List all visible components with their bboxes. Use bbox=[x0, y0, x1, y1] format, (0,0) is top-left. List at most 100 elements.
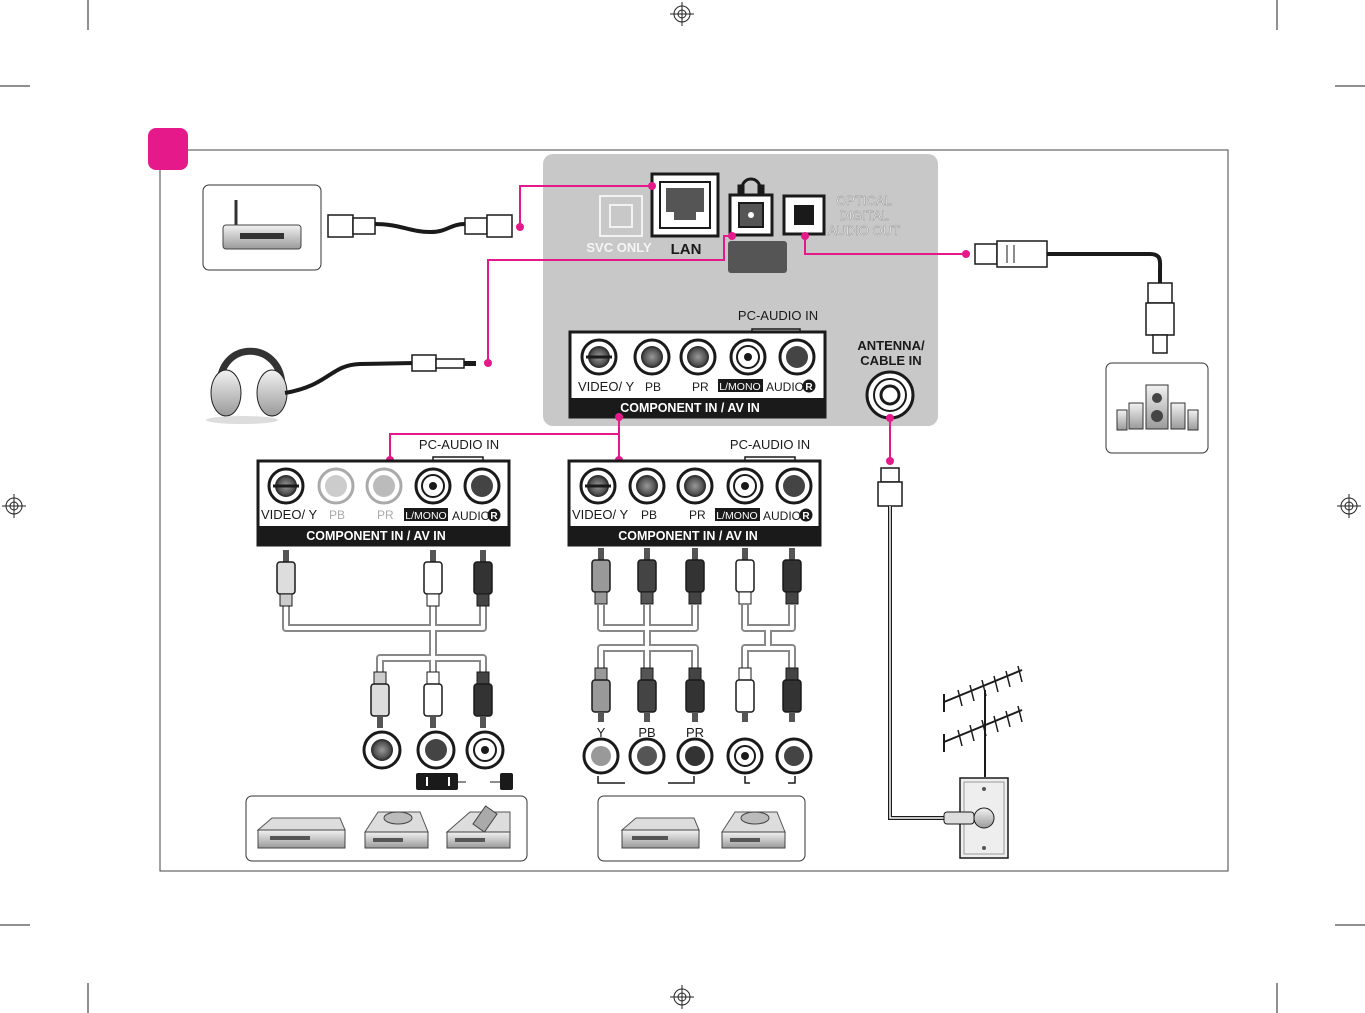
lan-port[interactable] bbox=[652, 174, 718, 236]
lan-cable bbox=[328, 215, 512, 237]
right-plug-audio-r-top bbox=[783, 548, 801, 604]
right-jack-pr[interactable] bbox=[678, 469, 712, 503]
left-component-panel: PC-AUDIO IN COMPONENT IN / AV IN VIDEO/ … bbox=[258, 437, 509, 545]
av-devices-box bbox=[246, 796, 527, 861]
right-device-jack-pb[interactable] bbox=[630, 739, 664, 773]
optical-port[interactable] bbox=[784, 196, 824, 234]
registration-mark-left bbox=[2, 494, 26, 518]
antenna-label-1: ANTENNA/ bbox=[857, 338, 925, 353]
right-jack-audio-r[interactable] bbox=[777, 469, 811, 503]
tv-jack-pb[interactable] bbox=[635, 340, 669, 374]
section-marker bbox=[148, 128, 188, 170]
tv-pc-audio-in-label: PC-AUDIO IN bbox=[738, 308, 818, 323]
tv-l-mono-label: L/MONO bbox=[719, 381, 760, 393]
dvd-player-icon bbox=[365, 812, 428, 848]
right-jack-video[interactable] bbox=[581, 469, 615, 503]
right-plug-audio-l-top bbox=[736, 548, 754, 604]
dvd-player-icon bbox=[722, 812, 785, 848]
left-device-jack-audio-l[interactable] bbox=[418, 732, 454, 768]
left-jack-pb[interactable] bbox=[319, 469, 353, 503]
headphone-cable bbox=[285, 355, 476, 393]
right-component-cable bbox=[592, 548, 801, 722]
tv-jack-pr[interactable] bbox=[681, 340, 715, 374]
optical-label-1: OPTICAL bbox=[836, 193, 892, 208]
speakers-box bbox=[1106, 363, 1208, 453]
left-pc-audio-in-label: PC-AUDIO IN bbox=[419, 437, 499, 452]
left-plug-audio-l-bottom bbox=[424, 672, 442, 728]
antenna-cable bbox=[878, 468, 948, 818]
registration-mark-top bbox=[670, 2, 694, 26]
left-jack-audio-l[interactable] bbox=[416, 469, 450, 503]
right-plug-pr-bottom bbox=[686, 668, 704, 722]
component-devices-box bbox=[598, 796, 805, 861]
right-component-bar-label: COMPONENT IN / AV IN bbox=[618, 529, 758, 543]
tv-audio-label: AUDIO bbox=[766, 380, 804, 394]
right-plug-pb-top bbox=[638, 548, 656, 604]
right-plug-audio-r-bottom bbox=[783, 668, 801, 722]
headphones-icon bbox=[206, 351, 287, 424]
wall-outlet-icon bbox=[944, 778, 1008, 858]
optical-label-3: AUDIO OUT bbox=[828, 223, 900, 238]
left-audio-r-label: R bbox=[490, 511, 498, 522]
right-audio-label: AUDIO bbox=[763, 509, 801, 523]
registration-mark-bottom bbox=[670, 985, 694, 1009]
antenna-icon bbox=[944, 666, 1022, 777]
left-component-bar-label: COMPONENT IN / AV IN bbox=[306, 529, 446, 543]
left-device-jacks bbox=[364, 732, 513, 790]
optical-label-2: DIGITAL bbox=[839, 208, 889, 223]
right-plug-pr-top bbox=[686, 548, 704, 604]
left-video-y-label: VIDEO/ Y bbox=[261, 507, 317, 522]
right-plug-audio-l-bottom bbox=[736, 668, 754, 722]
left-av-cable bbox=[277, 550, 492, 728]
tv-jack-audio-l[interactable] bbox=[731, 340, 765, 374]
tv-audio-r-label: R bbox=[805, 382, 813, 393]
left-jack-video[interactable] bbox=[269, 469, 303, 503]
left-device-jack-video[interactable] bbox=[364, 732, 400, 768]
right-video-y-label: VIDEO/ Y bbox=[572, 507, 628, 522]
right-device-jack-y[interactable] bbox=[584, 739, 618, 773]
left-jack-audio-r[interactable] bbox=[465, 469, 499, 503]
right-plug-y-bottom bbox=[592, 668, 610, 722]
right-device-jacks: Y PB PR bbox=[584, 725, 811, 783]
left-jack-pr[interactable] bbox=[367, 469, 401, 503]
left-plug-audio-l-top bbox=[424, 550, 442, 606]
right-l-mono-label: L/MONO bbox=[716, 510, 757, 522]
router-box bbox=[203, 185, 321, 270]
right-plug-pb-bottom bbox=[638, 668, 656, 722]
right-plug-y-top bbox=[592, 548, 610, 604]
dvd-recorder-icon bbox=[622, 818, 699, 848]
left-plug-video-top bbox=[277, 550, 295, 606]
right-device-jack-audio-r[interactable] bbox=[777, 739, 811, 773]
registration-mark-right bbox=[1337, 494, 1361, 518]
left-audio-label: AUDIO bbox=[452, 509, 490, 523]
right-jack-audio-l[interactable] bbox=[728, 469, 762, 503]
right-component-panel: PC-AUDIO IN COMPONENT IN / AV IN VIDEO/ … bbox=[569, 437, 820, 545]
svc-only-label: SVC ONLY bbox=[586, 240, 652, 255]
left-plug-video-bottom bbox=[371, 672, 389, 728]
left-pb-label: PB bbox=[329, 508, 345, 522]
tv-video-y-label: VIDEO/ Y bbox=[578, 379, 634, 394]
left-pr-label: PR bbox=[377, 508, 394, 522]
left-plug-audio-r-bottom bbox=[474, 672, 492, 728]
right-pb-label: PB bbox=[641, 508, 657, 522]
optical-cable bbox=[975, 241, 1174, 353]
left-device-jack-audio-r[interactable] bbox=[467, 732, 503, 768]
lan-label: LAN bbox=[671, 241, 702, 258]
dvd-recorder-icon bbox=[258, 818, 345, 848]
headphone-port[interactable] bbox=[730, 195, 772, 235]
tv-component-bar-label: COMPONENT IN / AV IN bbox=[620, 401, 760, 415]
antenna-port[interactable] bbox=[867, 372, 913, 418]
tv-pb-label: PB bbox=[645, 380, 661, 394]
tv-pr-label: PR bbox=[692, 380, 709, 394]
right-pc-audio-in-label: PC-AUDIO IN bbox=[730, 437, 810, 452]
left-plug-audio-r-top bbox=[474, 550, 492, 606]
right-audio-r-label: R bbox=[802, 511, 810, 522]
headphone-port-badge bbox=[728, 241, 787, 273]
tv-jack-video[interactable] bbox=[582, 340, 616, 374]
tv-jack-audio-r[interactable] bbox=[780, 340, 814, 374]
right-device-jack-pr[interactable] bbox=[678, 739, 712, 773]
right-device-jack-audio-l[interactable] bbox=[728, 739, 762, 773]
left-l-mono-label: L/MONO bbox=[405, 510, 446, 522]
right-jack-pb[interactable] bbox=[630, 469, 664, 503]
